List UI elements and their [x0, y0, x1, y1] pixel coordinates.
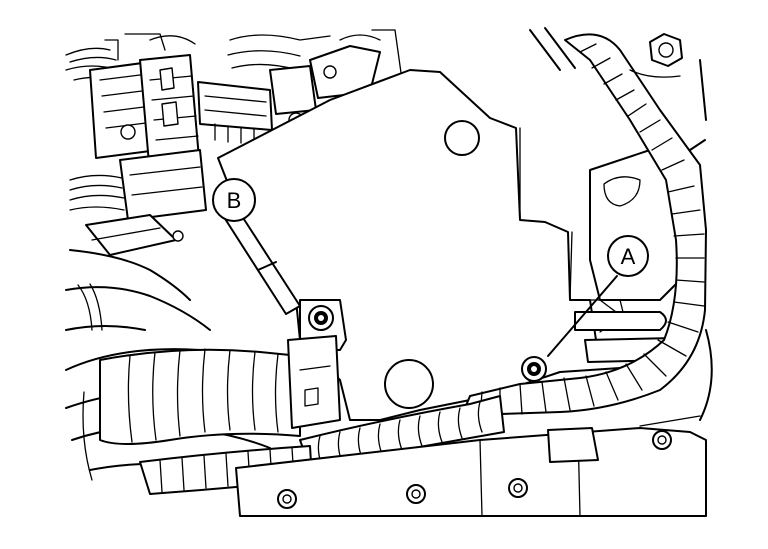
callout-b-circle: [212, 178, 256, 222]
callout-a-label: A: [621, 244, 636, 269]
callout-a: A: [547, 235, 649, 357]
corrugated-hose-lower: [99, 348, 301, 445]
callout-b-label: B: [227, 188, 242, 213]
callout-b: B: [212, 178, 301, 315]
top-left-wiring-harness: [65, 33, 207, 256]
cover-plug-upper: [444, 120, 480, 156]
bolt-a: [521, 356, 547, 382]
bolt-b: [308, 305, 334, 331]
top-middle-connectors: [197, 29, 403, 145]
callout-a-circle: [607, 235, 649, 277]
cover-plug-lower: [384, 359, 434, 409]
bottom-mounting-plate: [235, 415, 707, 517]
right-corrugated-harness: [459, 33, 713, 421]
top-right-bolt: [529, 27, 683, 78]
